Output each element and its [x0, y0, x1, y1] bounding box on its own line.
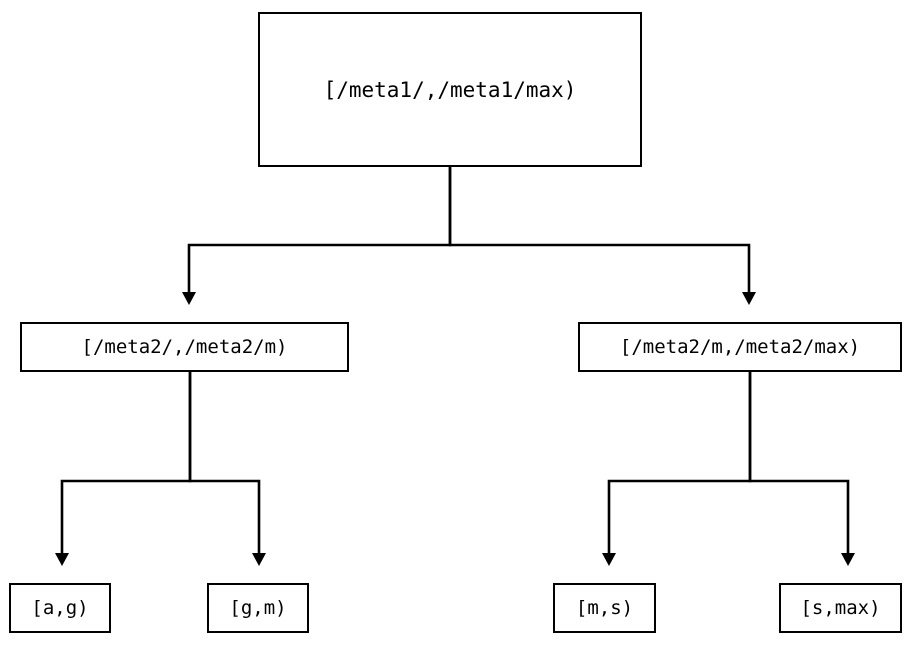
edge-root-to-mid-left-arrowhead [182, 292, 196, 305]
edge-root-to-mid-right-arrowhead [742, 292, 756, 305]
node-leaf-1[interactable]: [a,g) [9, 583, 111, 633]
edge-mid-left-to-leaf-1-path [60, 372, 192, 553]
node-mid-right[interactable]: [/meta2/m,/meta2/max) [578, 322, 902, 372]
edge-mid-left-to-leaf-2-arrowhead [252, 553, 266, 566]
edge-mid-right-to-leaf-3-arrowhead [602, 553, 616, 566]
edge-root-to-mid-right-path [448, 167, 751, 292]
node-leaf-2[interactable]: [g,m) [207, 583, 309, 633]
node-leaf-4[interactable]: [s,max) [779, 583, 902, 633]
node-mid-left[interactable]: [/meta2/,/meta2/m) [20, 322, 349, 372]
edge-mid-right-to-leaf-4-arrowhead [841, 553, 855, 566]
edge-mid-left-to-leaf-1-arrowhead [55, 553, 69, 566]
edge-mid-right-to-leaf-4-path [748, 372, 850, 553]
node-root[interactable]: [/meta1/,/meta1/max) [258, 12, 642, 167]
edge-mid-right-to-leaf-3-path [607, 372, 752, 553]
edge-root-to-mid-left-path [187, 167, 452, 292]
node-leaf-3[interactable]: [m,s) [553, 583, 656, 633]
edge-mid-left-to-leaf-2-path [188, 372, 261, 553]
